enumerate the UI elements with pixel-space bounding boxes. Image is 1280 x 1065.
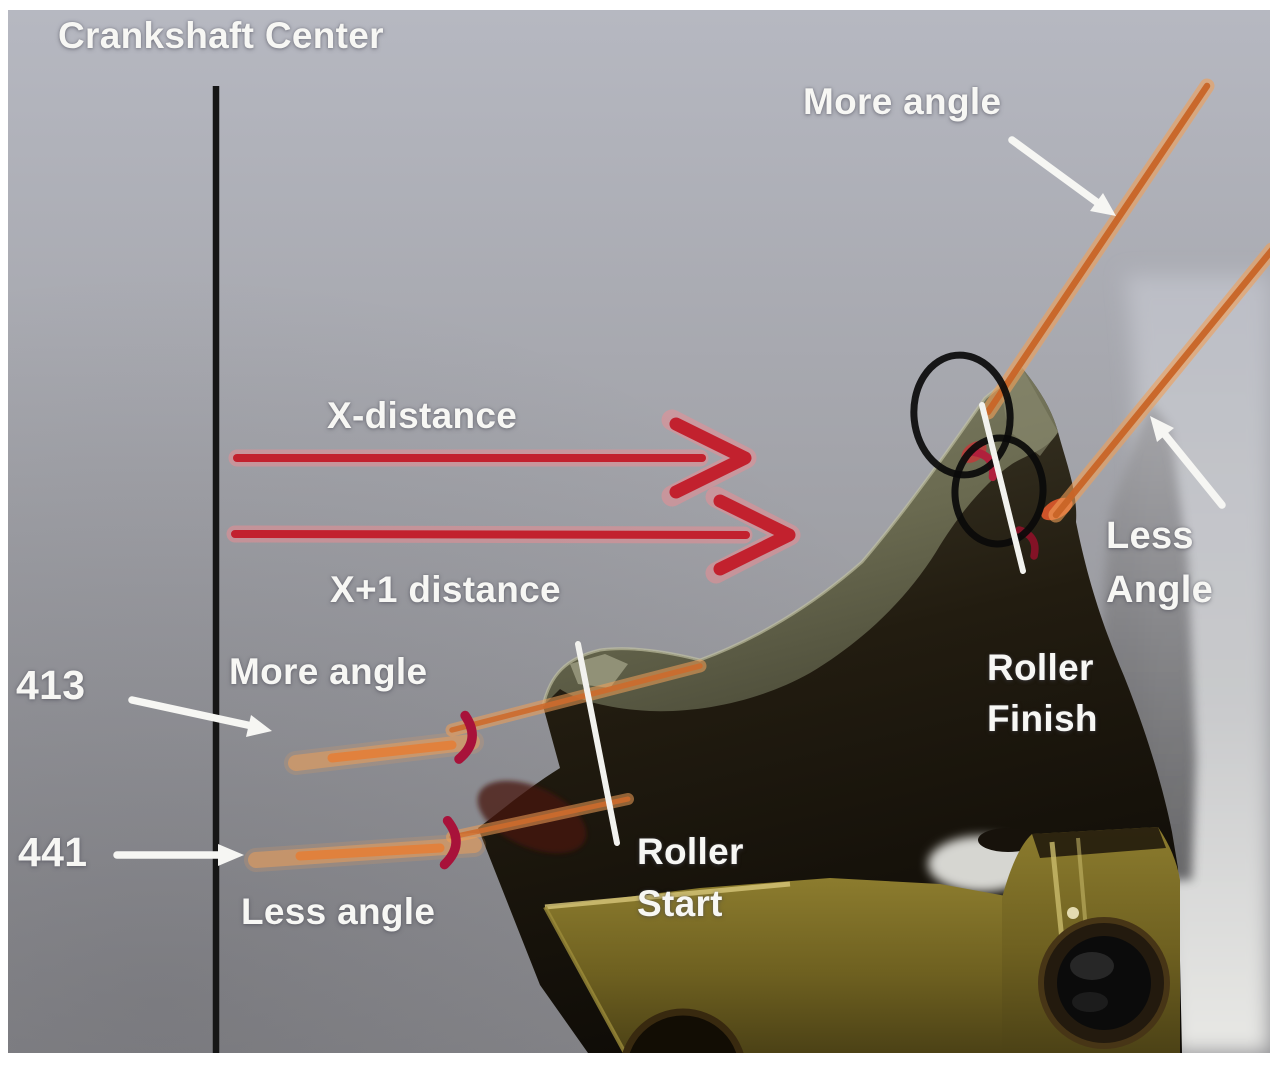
label-roller-finish-line1: Roller	[987, 647, 1094, 688]
label-more-angle-left: More angle	[229, 651, 428, 692]
label-roller-finish: Roller Finish	[987, 642, 1098, 744]
angle-vertex-chevron-top	[454, 710, 477, 764]
roller-start-pointer-line	[575, 641, 620, 846]
more-angle-rays-left	[284, 659, 707, 775]
label-x-plus-1-distance: X+1 distance	[330, 569, 561, 610]
label-x-distance: X-distance	[327, 395, 518, 436]
lower-gold-block-left	[543, 878, 1008, 1053]
roller-circle-top	[910, 351, 1014, 479]
label-less-angle-right-line2: Angle	[1106, 568, 1214, 611]
value-441-callout-arrow	[113, 844, 244, 866]
label-less-angle-left: Less angle	[241, 891, 436, 932]
block-bevel-highlight	[544, 881, 791, 910]
label-value-441: 441	[18, 829, 88, 875]
label-crankshaft-center: Crankshaft Center	[58, 15, 384, 56]
block-highlight-streak	[1049, 841, 1065, 941]
x-distance-arrow	[228, 409, 757, 507]
value-413-callout-arrow	[128, 696, 272, 737]
bolt-hole-left	[622, 1008, 744, 1053]
label-roller-start: Roller Start	[637, 826, 744, 930]
roller-finish-chevron-upper	[968, 447, 997, 482]
less-angle-rays-left	[244, 793, 634, 872]
bolt-hole-right	[1038, 917, 1170, 1049]
block-highlight-streak-2	[1076, 837, 1088, 931]
roller-finish-pointer-line	[979, 402, 1026, 574]
arm-top-edge-highlight	[541, 366, 1023, 707]
less-angle-callout-arrow	[1150, 416, 1226, 509]
label-less-angle-right-line1: Less	[1106, 515, 1194, 557]
angle-vertex-chevron-bottom	[439, 815, 461, 870]
label-more-angle-top: More angle	[803, 81, 1002, 122]
roller-circle-bottom	[951, 434, 1047, 548]
block-top-shadow	[1032, 827, 1166, 858]
label-roller-start-line2: Start	[637, 882, 723, 924]
arm-horn-face	[1000, 368, 1058, 456]
more-angle-line-top	[980, 78, 1215, 420]
label-value-413: 413	[16, 662, 86, 708]
label-roller-finish-line2: Finish	[987, 698, 1098, 740]
block-left-edge	[543, 906, 627, 1053]
block-specular-dot	[1067, 907, 1079, 919]
less-angle-line-top	[1048, 242, 1270, 523]
more-angle-callout-arrow	[1008, 136, 1116, 216]
label-roller-start-line1: Roller	[637, 831, 744, 872]
lower-gold-block-right	[1002, 827, 1180, 1053]
x-plus-1-distance-arrow	[226, 486, 801, 584]
label-less-angle-right: Less Angle	[1106, 510, 1213, 618]
annotations	[113, 78, 1270, 1053]
